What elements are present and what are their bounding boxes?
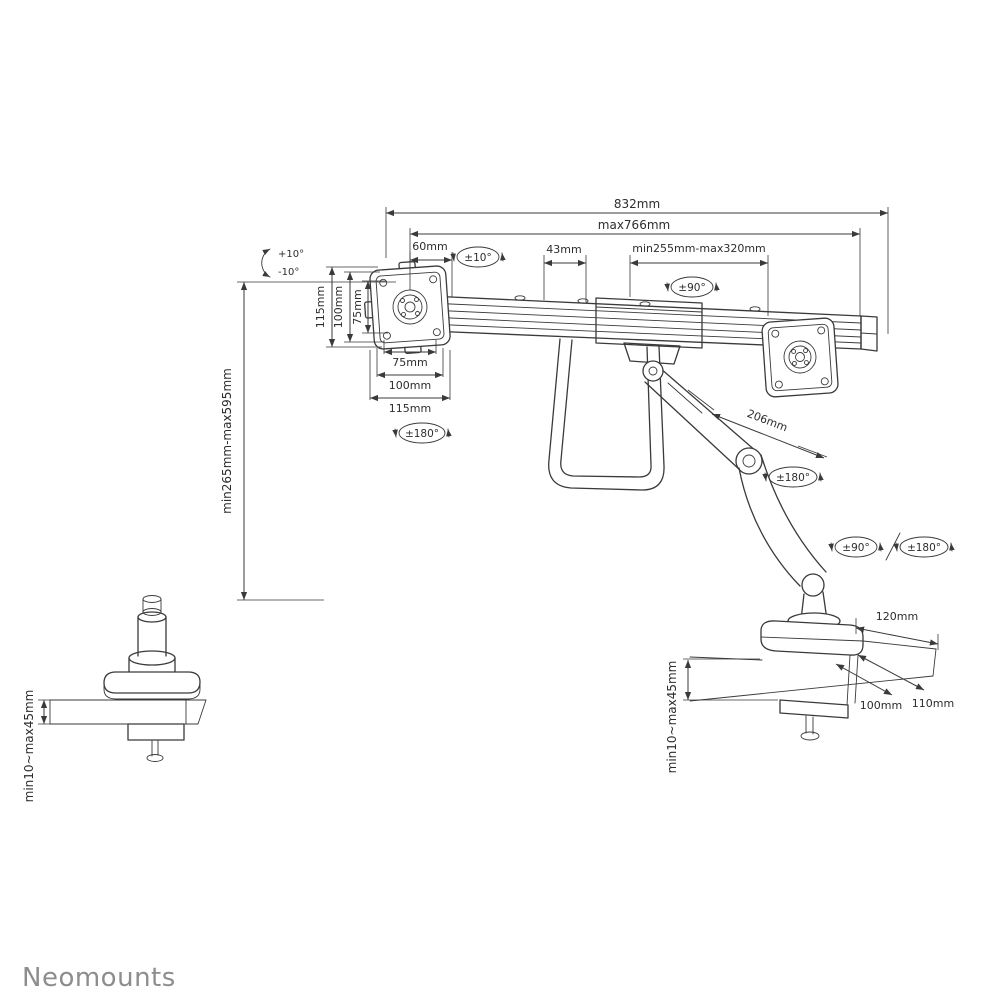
dim-label-slide-range: min255mm-max320mm: [632, 242, 766, 255]
dim-desk-thickness-main: min10~max45mm: [665, 658, 778, 774]
dim-base-width: 120mm: [855, 610, 939, 650]
dim-label-60: 60mm: [412, 240, 447, 253]
badge-label-base-rotation: ±180°: [907, 542, 941, 554]
dim-label-832: 832mm: [614, 197, 660, 211]
dim-upper-arm: 206mm: [687, 389, 828, 459]
dim-label-desk-thickness-detail: min10~max45mm: [22, 690, 36, 803]
dim-label-vesa-h-115: 115mm: [389, 402, 431, 415]
dim-offset-43: 43mm: [543, 243, 587, 302]
dim-height-range: min265mm-max595mm: [220, 281, 396, 601]
dim-label-120: 120mm: [876, 610, 918, 623]
dim-label-vesa-v-115: 115mm: [314, 286, 327, 328]
dim-label-110: 110mm: [912, 697, 954, 710]
dim-label-height-range: min265mm-max595mm: [220, 368, 234, 514]
dim-overall-width: 832mm: [385, 197, 889, 334]
badge-label-plate-left: ±180°: [405, 428, 439, 440]
center-mount-bracket: [595, 297, 703, 365]
rotation-badge-elbow: ±180°: [762, 466, 824, 488]
dim-label-100: 100mm: [860, 699, 902, 712]
vesa-plate-right: [761, 317, 839, 398]
badge-label-tilt: ±10°: [464, 252, 491, 264]
dim-desk-thickness-detail: min10~max45mm: [22, 690, 58, 803]
tilt-down-label: -10°: [278, 267, 299, 278]
dim-label-206: 206mm: [745, 407, 789, 434]
dim-label-desk-thickness-main: min10~max45mm: [665, 661, 679, 774]
gas-spring-upper-arm: [642, 360, 763, 475]
dim-label-vesa-v-100: 100mm: [332, 286, 345, 328]
badge-label-base-swivel: ±90°: [842, 542, 869, 554]
dim-label-766: max766mm: [598, 218, 670, 232]
cable-loop: [548, 338, 665, 491]
dim-vesa-vertical: 115mm 100mm 75mm: [314, 266, 388, 348]
rotation-badge-plate-left: ±180°: [392, 422, 452, 444]
dim-slide-range: min255mm-max320mm: [629, 242, 769, 316]
dim-label-vesa-h-100: 100mm: [389, 379, 431, 392]
dim-label-vesa-h-75: 75mm: [392, 356, 427, 369]
vesa-plate-left: [364, 261, 451, 354]
badge-label-elbow: ±180°: [776, 472, 810, 484]
rotation-badge-swivel-top: ±90°: [664, 276, 720, 298]
dim-vesa-horizontal: 75mm 100mm 115mm: [369, 340, 451, 415]
rotation-badge-tilt: ±10°: [450, 246, 506, 268]
dim-label-vesa-v-75: 75mm: [351, 289, 364, 324]
dim-label-43: 43mm: [546, 243, 581, 256]
brand-wordmark: Neomounts: [22, 963, 176, 993]
dim-base-depths: 100mm 110mm: [835, 654, 954, 712]
desk-clamp-detail: [49, 595, 207, 762]
badge-label-swivel-top: ±90°: [678, 282, 705, 294]
rotation-badge-base: ±90° ±180°: [828, 532, 955, 561]
tilt-up-label: +10°: [278, 249, 304, 260]
tilt-angle-indicator: +10° -10°: [261, 248, 304, 278]
